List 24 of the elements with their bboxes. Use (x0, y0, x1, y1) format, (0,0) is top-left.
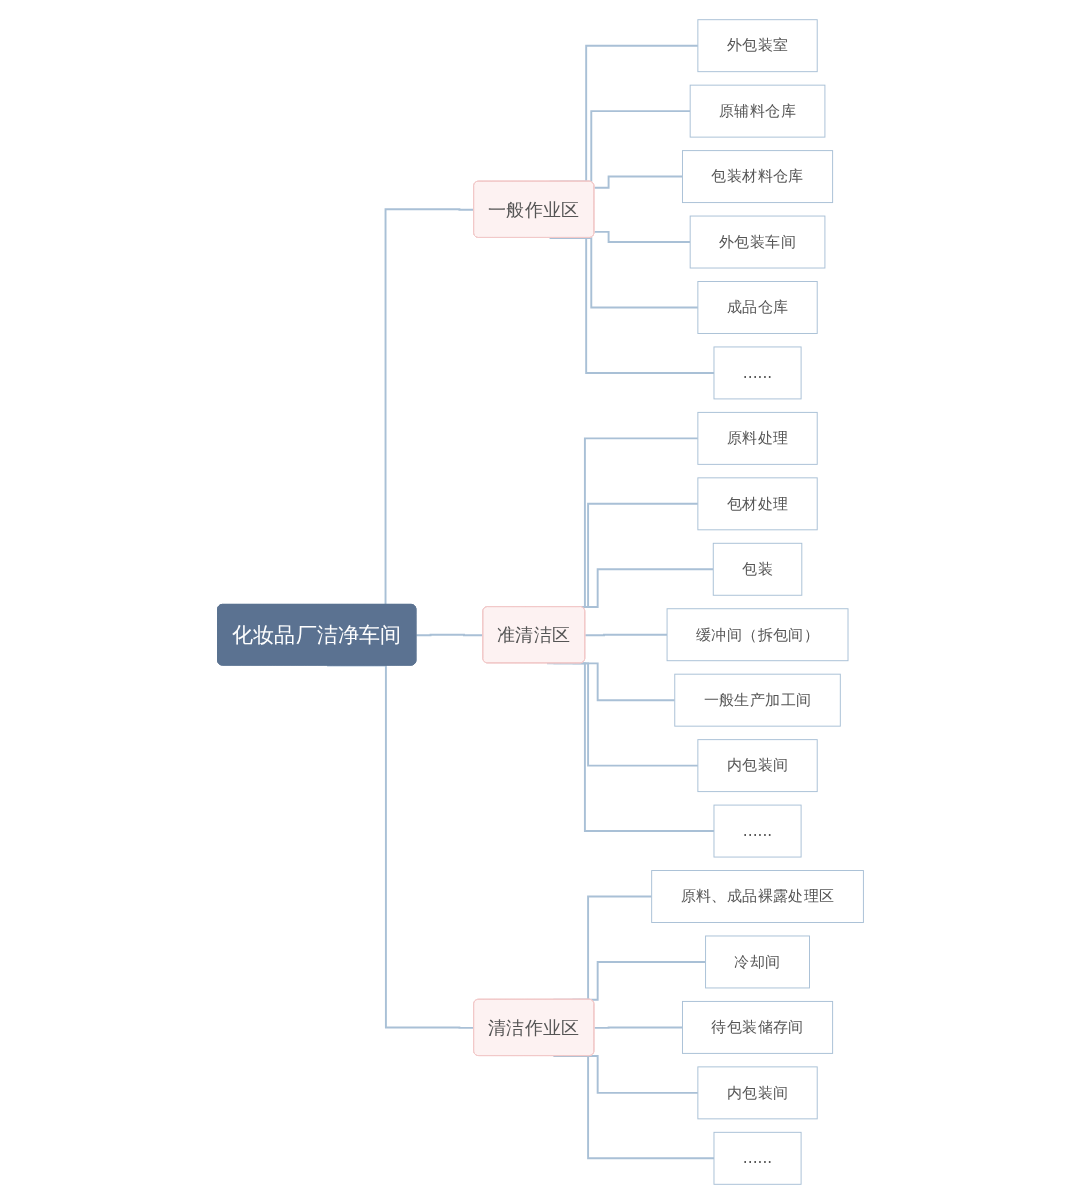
node-box: 内包装间 (696, 738, 818, 792)
node-box: 内包装间 (696, 1065, 818, 1119)
node-box: 缓冲间（拆包间） (666, 607, 848, 661)
connector (414, 633, 484, 636)
node-box: ...... (713, 1131, 802, 1185)
node-box: 包材处理 (696, 476, 818, 530)
node-box: 成品仓库 (696, 280, 818, 334)
connector (583, 633, 668, 636)
node-box: 待包装储存间 (681, 1000, 833, 1054)
connector (592, 1025, 683, 1029)
node-box: ...... (713, 804, 802, 858)
node-box: 外包装车间 (689, 215, 825, 268)
connector (592, 175, 683, 189)
node-box: 包装 (712, 542, 802, 596)
node-box: 原料、成品裸露处理区 (650, 869, 864, 923)
connector (592, 230, 691, 243)
node-box: ...... (713, 345, 802, 399)
connector (548, 236, 715, 374)
node-box: 原料处理 (696, 411, 818, 465)
node-box: 原辅料仓库 (689, 84, 825, 138)
node-box: 外包装室 (696, 18, 818, 72)
node-box: 一般生产加工间 (673, 673, 841, 727)
node-box: 冷却间 (704, 935, 810, 988)
node-box: 包装材料仓库 (681, 149, 833, 203)
